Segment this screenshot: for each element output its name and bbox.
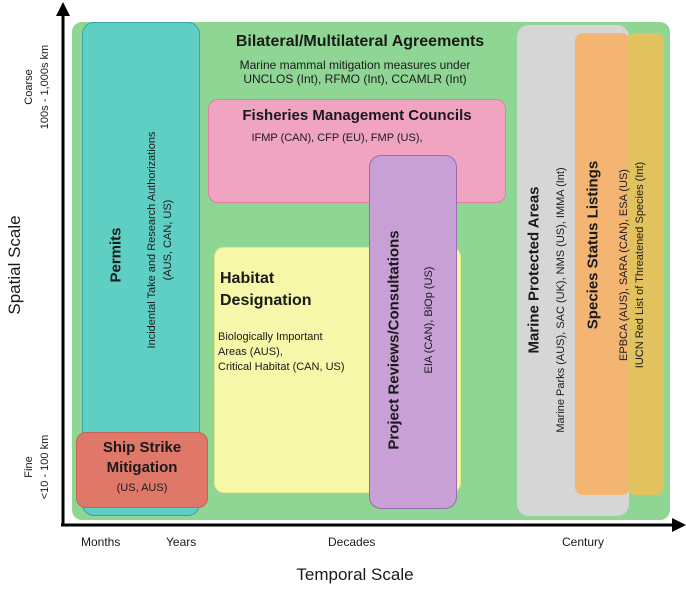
species-region-yellow [628, 33, 664, 495]
bilateral-desc-line-1: Marine mammal mitigation measures under [239, 58, 471, 72]
y-axis-arrow [56, 2, 70, 16]
x-axis-arrow [672, 518, 686, 532]
habitat-desc-line-1: Biologically Important [218, 331, 323, 343]
species-desc-line-2: IUCN Red List of Threatened Species (Int… [634, 161, 646, 369]
species-desc-line-1: EPBCA (AUS), SARA (CAN), ESA (US) [618, 169, 630, 361]
x-tick-decades: Decades [328, 535, 376, 549]
x-tick-century: Century [562, 535, 605, 549]
habitat-desc-line-3: Critical Habitat (CAN, US) [218, 361, 345, 373]
mpa-title: Marine Protected Areas [525, 186, 543, 354]
ship-strike-title: Ship Strike Mitigation [76, 438, 208, 478]
ship-strike-desc: (US, AUS) [116, 482, 168, 494]
x-tick-months: Months [81, 535, 121, 549]
habitat-title-line-1: Habitat [220, 270, 275, 287]
x-tick-years: Years [166, 535, 197, 549]
species-desc: EPBCA (AUS), SARA (CAN), ESA (US) IUCN R… [616, 162, 648, 368]
ship-strike-region [76, 432, 208, 508]
bilateral-desc: Marine mammal mitigation measures under … [190, 58, 520, 86]
y-axis-title: Spatial Scale [5, 215, 24, 315]
y-bottom-label: Fine <10 - 100 km [21, 435, 53, 500]
fisheries-title: Fisheries Management Councils [242, 107, 472, 124]
y-top-label: Coarse 100s - 1,000s km [21, 45, 53, 129]
x-axis-title: Temporal Scale [296, 565, 414, 584]
fisheries-desc: IFMP (CAN), CFP (EU), FMP (US), [251, 132, 423, 144]
y-top-label-line-2: 100s - 1,000s km [39, 44, 51, 130]
species-title: Species Status Listings [584, 160, 602, 330]
habitat-desc: Biologically Important Areas (AUS), Crit… [218, 330, 345, 375]
mpa-desc: Marine Parks (AUS), SAC (UK), NMS (US), … [555, 167, 567, 433]
permits-desc-line-1: Incidental Take and Research Authorizati… [146, 131, 158, 349]
habitat-title-line-2: Designation [220, 292, 312, 309]
species-region-orange [575, 33, 630, 495]
y-bottom-label-line-2: <10 - 100 km [39, 434, 51, 500]
bilateral-desc-line-2: UNCLOS (Int), RFMO (Int), CCAMLR (Int) [243, 72, 467, 86]
ship-strike-title-line-2: Mitigation [106, 459, 178, 476]
permits-desc: Incidental Take and Research Authorizati… [144, 132, 176, 349]
project-region [369, 155, 457, 509]
project-desc: EIA (CAN), BiOp (US) [423, 266, 435, 374]
habitat-title: Habitat Designation [220, 268, 312, 312]
permits-title: Permits [107, 227, 125, 283]
habitat-desc-line-2: Areas (AUS), [218, 346, 283, 358]
permits-desc-line-2: (AUS, CAN, US) [162, 199, 174, 281]
y-top-label-line-1: Coarse [23, 69, 35, 105]
bilateral-title: Bilateral/Multilateral Agreements [235, 33, 485, 50]
y-bottom-label-line-1: Fine [23, 456, 35, 478]
ship-strike-title-line-1: Ship Strike [102, 439, 182, 456]
project-title: Project Reviews/Consultations [385, 230, 403, 450]
